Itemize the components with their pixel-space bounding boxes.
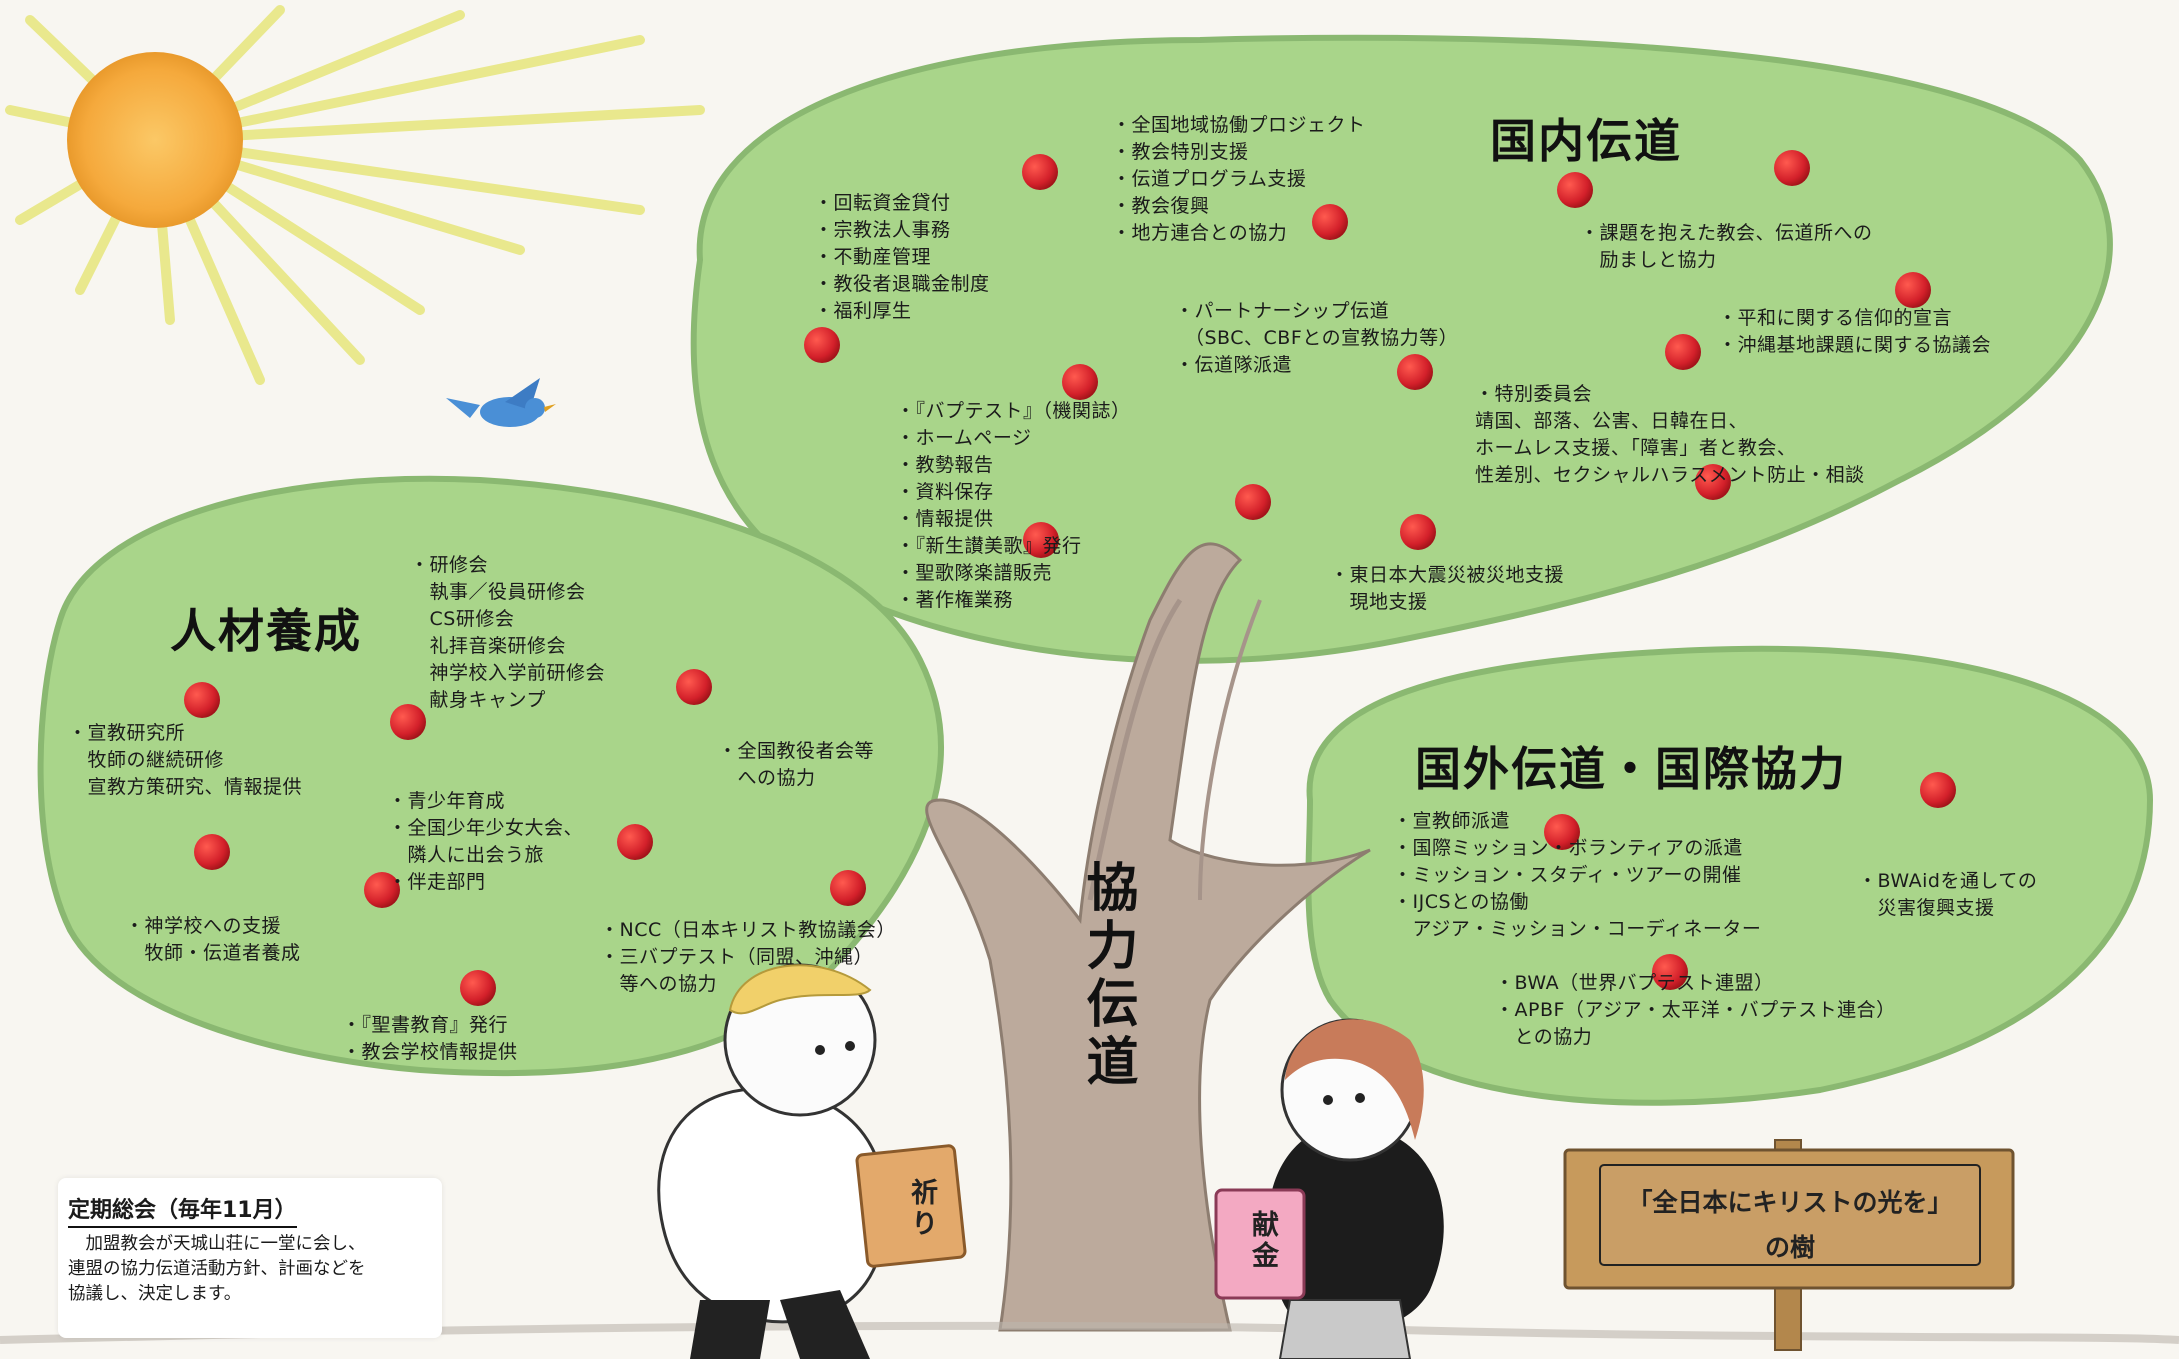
domestic-items-disaster: ・東日本大震災被災地支援 現地支援 [1330, 564, 1565, 613]
apple-icon [1920, 772, 1956, 808]
apple-icon [617, 824, 653, 860]
overseas-items-mission: ・宣教師派遣 ・国際ミッション・ボランティアの派遣 ・ミッション・スタディ・ツア… [1393, 810, 1762, 940]
sign-line-1: 「全日本にキリストの光を」 [1627, 1188, 1953, 1217]
apple-icon [1774, 150, 1810, 186]
offering-bag-label: 献金 [1247, 1210, 1278, 1272]
overseas-mission-title: 国外伝道・国際協力 [1415, 742, 1847, 796]
apple-icon [1312, 204, 1348, 240]
general-assembly-box: 定期総会（毎年11月） 加盟教会が天城山荘に一堂に会し、 連盟の協力伝道活動方針… [58, 1178, 442, 1338]
canopy-domestic [690, 34, 2113, 664]
offering-bag-icon [1214, 1188, 1306, 1300]
apple-icon [1397, 354, 1433, 390]
apple-icon [1895, 272, 1931, 308]
apple-icon [804, 327, 840, 363]
overseas-items-bwa: ・BWA（世界バプテスト連盟） ・APBF（アジア・太平洋・バプテスト連合） と… [1495, 972, 1896, 1048]
bluebird-icon [446, 378, 556, 427]
training-items-youth: ・青少年育成 ・全国少年少女大会、 隣人に出会う旅 ・伴走部門 [388, 790, 584, 893]
apple-icon [1235, 484, 1271, 520]
canopy-training [37, 475, 944, 1077]
training-items-seminary: ・神学校への支援 牧師・伝道者養成 [125, 915, 301, 964]
trunk-label: 協力伝道 [1077, 860, 1137, 1092]
domestic-items-committee: ・特別委員会 靖国、部落、公害、日韓在日、 ホームレス支援、「障害」者と教会、 … [1475, 383, 1865, 486]
training-items-ncc: ・NCC（日本キリスト教協議会） ・三バプテスト（同盟、沖縄） 等への協力 [600, 919, 896, 995]
sign-line-2: の樹 [1764, 1233, 1815, 1262]
training-title: 人材養成 [170, 604, 362, 658]
tree-trunk [925, 542, 1371, 1332]
domestic-mission-title: 国内伝道 [1490, 114, 1682, 168]
prayer-bag-icon [855, 1144, 967, 1268]
apple-icon [1665, 334, 1701, 370]
prayer-bag-label: 祈り [906, 1178, 937, 1240]
training-items-institute: ・宣教研究所 牧師の継続研修 宣教方策研究、情報提供 [68, 722, 303, 798]
apple-icon [1695, 464, 1731, 500]
domestic-items-admin: ・回転資金貸付 ・宗教法人事務 ・不動産管理 ・教役者退職金制度 ・福利厚生 [814, 192, 990, 322]
signboard [1563, 1139, 2015, 1351]
apple-icon [676, 669, 712, 705]
apple-icon [184, 682, 220, 718]
sun-icon [67, 52, 243, 228]
apple-icon [1022, 154, 1058, 190]
overseas-items-bwaid: ・BWAidを通しての 災害復興支援 [1858, 870, 2038, 919]
domestic-items-top-center: ・全国地域協働プロジェクト ・教会特別支援 ・伝道プログラム支援 ・教会復興 ・… [1112, 114, 1366, 244]
training-items-seminars: ・研修会 執事／役員研修会 CS研修会 礼拝音楽研修会 神学校入学前研修会 献身… [410, 554, 606, 711]
training-items-ministers: ・全国教役者会等 への協力 [718, 740, 875, 789]
apple-icon [1023, 522, 1059, 558]
general-assembly-body: 加盟教会が天城山荘に一堂に会し、 連盟の協力伝道活動方針、計画などを 協議し、決… [68, 1234, 366, 1304]
apple-icon [364, 872, 400, 908]
boy-figure [657, 963, 887, 1359]
apples [184, 150, 1956, 1006]
training-items-education: ・『聖書教育』発行 ・教会学校情報提供 [342, 1014, 518, 1063]
apple-icon [1062, 364, 1098, 400]
domestic-items-peace: ・平和に関する信仰的宣言 ・沖縄基地課題に関する協議会 [1718, 307, 1992, 356]
apple-icon [1652, 954, 1688, 990]
apple-icon [194, 834, 230, 870]
general-assembly-title: 定期総会（毎年11月） [68, 1192, 297, 1228]
domestic-items-partnership: ・パートナーシップ伝道 （SBC、CBFとの宣教協力等） ・伝道隊派遣 [1175, 300, 1459, 376]
girl-figure [1268, 1018, 1444, 1359]
apple-icon [460, 970, 496, 1006]
apple-icon [830, 870, 866, 906]
apple-icon [1400, 514, 1436, 550]
domestic-items-struggling: ・課題を抱えた教会、伝道所への 励ましと協力 [1580, 222, 1873, 271]
apple-icon [1557, 172, 1593, 208]
apple-icon [390, 704, 426, 740]
apple-icon [1544, 814, 1580, 850]
domestic-items-publication: ・『バプテスト』（機関誌） ・ホームページ ・教勢報告 ・資料保存 ・情報提供 … [896, 400, 1131, 611]
